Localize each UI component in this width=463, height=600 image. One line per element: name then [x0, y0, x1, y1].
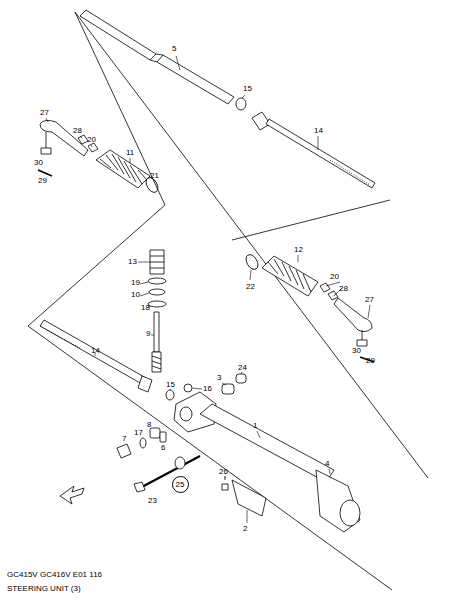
- footer-text: STEERING UNIT (3): [7, 584, 81, 593]
- callout-number: 26: [219, 467, 228, 476]
- callout-number: 30: [352, 346, 361, 355]
- callout-number: 13: [128, 257, 137, 266]
- callout-number: 29: [38, 176, 47, 185]
- callout-number: 4: [325, 459, 329, 468]
- callout-number: 18: [141, 303, 150, 312]
- callout-number: 20: [87, 135, 96, 144]
- callout-number: 29: [366, 356, 375, 365]
- footer-text: GC415V GC416V E01 116: [7, 570, 102, 579]
- callout-number: 5: [172, 44, 176, 53]
- callout-number: 28: [339, 284, 348, 293]
- callout-number: 24: [238, 363, 247, 372]
- callout-number: 14: [91, 346, 100, 355]
- callout-number: 2: [243, 524, 247, 533]
- callout-number: 16: [203, 384, 212, 393]
- callout-number: 15: [166, 380, 175, 389]
- callout-number: 14: [314, 126, 323, 135]
- callout-number: 7: [122, 434, 126, 443]
- callout-number: 23: [148, 496, 157, 505]
- callout-number: 20: [330, 272, 339, 281]
- callout-number: 12: [294, 245, 303, 254]
- callout-number: 10: [131, 290, 140, 299]
- callout-number: 28: [73, 126, 82, 135]
- callout-number: 9: [146, 329, 150, 338]
- callout-number: 15: [243, 84, 252, 93]
- circled-callout: 25: [172, 476, 189, 493]
- callout-number: 22: [246, 282, 255, 291]
- callout-number: 21: [150, 171, 159, 180]
- callout-number: 8: [147, 420, 151, 429]
- callout-number: 27: [365, 295, 374, 304]
- callout-number: 27: [40, 108, 49, 117]
- callout-number: 1: [253, 421, 257, 430]
- callout-number: 3: [217, 373, 221, 382]
- callout-number: 19: [131, 278, 140, 287]
- callout-number: 17: [134, 428, 143, 437]
- callout-number: 25: [176, 480, 185, 489]
- callout-number: 6: [161, 443, 165, 452]
- callout-number: 11: [126, 148, 134, 157]
- callout-number: 30: [34, 158, 43, 167]
